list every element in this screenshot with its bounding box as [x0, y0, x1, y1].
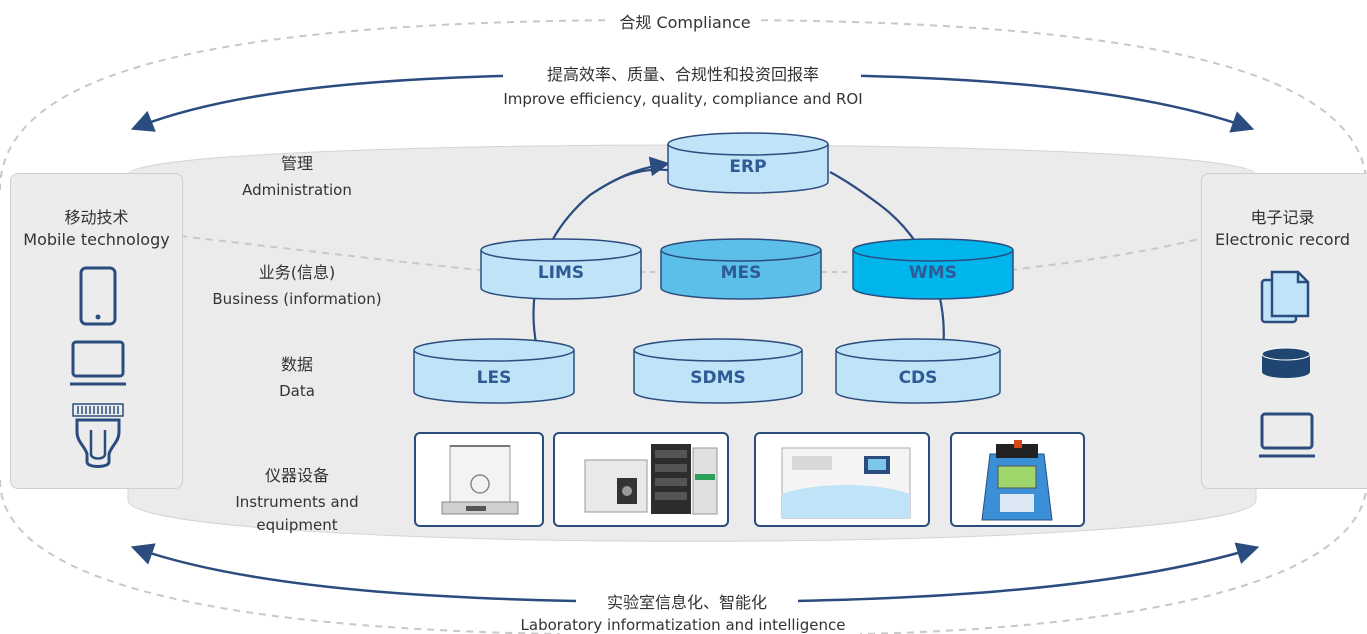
cylinder-wms: WMS	[852, 238, 1014, 300]
cylinder-cds: CDS	[835, 338, 1001, 404]
database-icon	[1261, 347, 1311, 378]
instrument-hplc-system	[553, 432, 729, 527]
cylinder-lims: LIMS	[480, 238, 642, 300]
layer-instruments-en-2: equipment	[256, 516, 337, 534]
mes-label: MES	[721, 263, 762, 283]
layer-instruments-en-1: Instruments and	[235, 493, 358, 511]
lims-label: LIMS	[538, 263, 584, 283]
instrument-analytical-balance	[414, 432, 544, 527]
documents-icon	[1260, 270, 1310, 324]
business-dashed-line	[179, 235, 1211, 271]
instrument-gas-chromatograph	[754, 432, 930, 527]
les-label: LES	[477, 368, 512, 388]
laptop-icon	[70, 340, 126, 386]
electronic-record-title-en: Electronic record	[1214, 230, 1351, 249]
layer-admin-zh: 管理	[281, 154, 313, 173]
layer-instruments-zh: 仪器设备	[265, 466, 329, 485]
instrument-handheld-analyzer	[950, 432, 1085, 527]
tablet-icon	[79, 266, 117, 326]
layer-data-en: Data	[279, 382, 315, 400]
electronic-record-panel: 电子记录 Electronic record	[1201, 173, 1367, 489]
mobile-technology-panel: 移动技术 Mobile technology	[10, 173, 183, 489]
sdms-label: SDMS	[690, 368, 746, 388]
laptop-icon	[1259, 412, 1315, 458]
cylinder-les: LES	[413, 338, 575, 404]
cylinder-sdms: SDMS	[633, 338, 803, 404]
bottom-arrow-label-zh: 实验室信息化、智能化	[607, 593, 767, 612]
compliance-label: 合规 Compliance	[619, 13, 750, 32]
bottom-arrow-label-en: Laboratory informatization and intellige…	[521, 616, 846, 634]
electronic-record-title-zh: 电子记录	[1250, 208, 1315, 227]
layer-admin-en: Administration	[242, 181, 352, 199]
cylinder-mes: MES	[660, 238, 822, 300]
layer-business-zh: 业务(信息)	[259, 263, 336, 282]
layer-data-zh: 数据	[281, 355, 313, 374]
cylinder-erp: ERP	[667, 132, 829, 194]
wms-label: WMS	[909, 263, 957, 283]
erp-label: ERP	[729, 157, 766, 177]
barcode-scanner-icon	[72, 403, 124, 468]
layer-business-en: Business (information)	[212, 290, 381, 308]
cds-label: CDS	[899, 368, 938, 388]
top-arrow-label-en: Improve efficiency, quality, compliance …	[503, 90, 862, 108]
mobile-technology-title-en: Mobile technology	[23, 230, 170, 249]
top-arrow-label-zh: 提高效率、质量、合规性和投资回报率	[547, 65, 819, 84]
mobile-technology-title-zh: 移动技术	[64, 208, 129, 227]
